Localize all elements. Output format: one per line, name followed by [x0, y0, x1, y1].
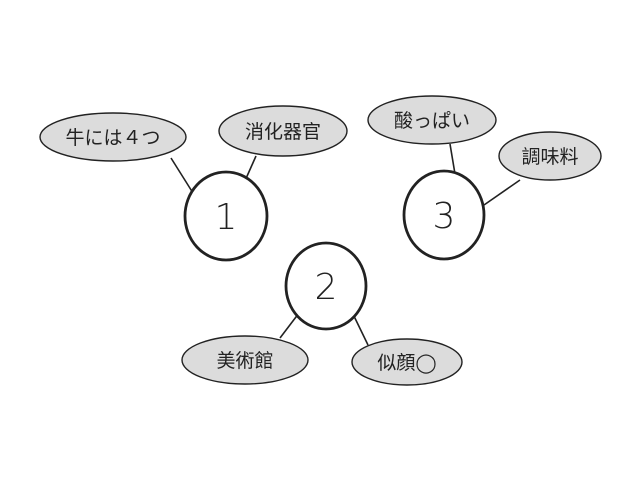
bubble-1a-group: 牛には４つ — [39, 112, 187, 162]
bubble-1a-label: 牛には４つ — [65, 127, 160, 149]
bubble-1b-label: 消化器官 — [245, 121, 321, 143]
bubble-2a-group: 美術館 — [181, 335, 309, 385]
hub-2-circle — [284, 241, 368, 331]
connector-1a — [170, 157, 194, 194]
connector-2a — [279, 312, 300, 339]
hub-1-number: 1 — [215, 197, 238, 238]
bubble-3b-label: 調味料 — [521, 146, 578, 168]
connector-3a — [449, 143, 456, 175]
hub-3-circle — [402, 169, 486, 261]
bubble-2b — [351, 338, 463, 386]
hub-3-number: 3 — [433, 196, 456, 237]
hub-3-group: 3 — [402, 169, 486, 261]
connector-3b — [483, 179, 521, 206]
hub-2-group: 2 — [284, 241, 368, 331]
bubble-2b-label: 似顔◯ — [377, 352, 436, 374]
bubble-1b — [218, 105, 348, 157]
bubble-3b-group: 調味料 — [498, 131, 602, 181]
bubble-3b — [498, 131, 602, 181]
hub-1-circle — [183, 170, 269, 262]
bubble-3a-label: 酸っぱい — [394, 110, 470, 132]
bubble-1a — [39, 112, 187, 162]
bubble-3a-group: 酸っぱい — [367, 95, 497, 145]
bubble-3a — [367, 95, 497, 145]
bubble-1b-group: 消化器官 — [218, 105, 348, 157]
bubble-2b-group: 似顔◯ — [351, 338, 463, 386]
bubble-2a-label: 美術館 — [216, 350, 273, 372]
hub-1-group: 1 — [183, 170, 269, 262]
hub-2-number: 2 — [315, 267, 338, 308]
bubble-2a — [181, 335, 309, 385]
